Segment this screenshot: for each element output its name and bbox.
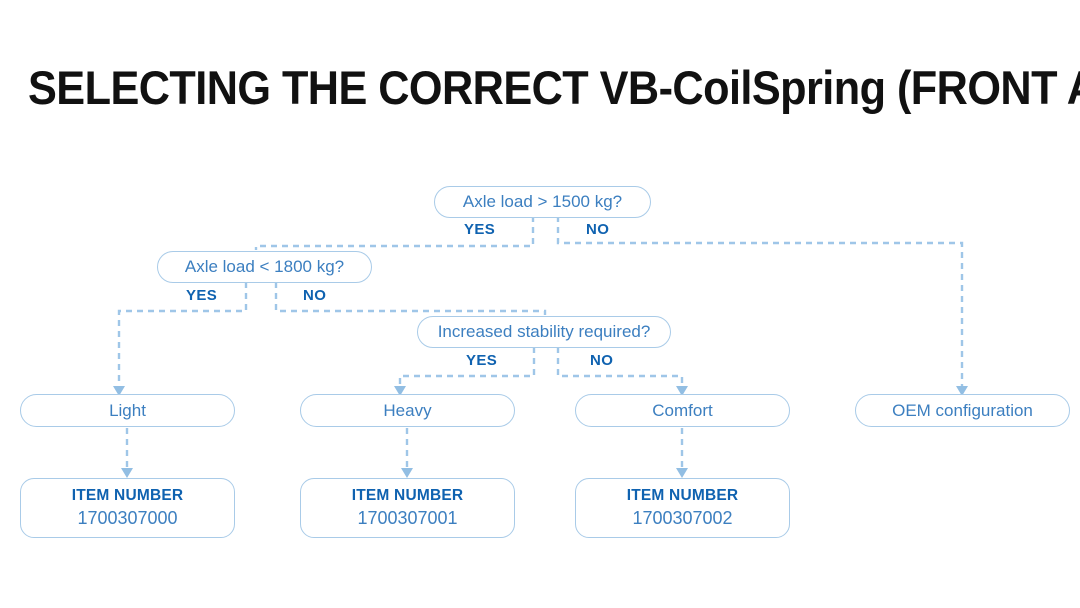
wire-d1-no [556, 216, 964, 386]
decision-node-axle-load-1800[interactable]: Axle load < 1800 kg? [157, 251, 372, 283]
branch-label-d1-yes: YES [464, 221, 496, 238]
decision-label: Increased stability required? [437, 322, 651, 341]
item-number-card-light[interactable]: ITEM NUMBER 1700307000 [20, 478, 235, 538]
item-number-title: ITEM NUMBER [71, 487, 184, 504]
result-label: Heavy [383, 400, 432, 420]
item-number-value: 1700307002 [632, 508, 733, 528]
result-label: OEM configuration [892, 400, 1033, 420]
result-label: Comfort [652, 400, 713, 420]
result-label: Light [109, 400, 146, 420]
item-number-value: 1700307001 [357, 508, 458, 528]
item-number-title: ITEM NUMBER [626, 487, 739, 504]
arrow-light-item [121, 468, 133, 478]
arrow-heavy-item [401, 468, 413, 478]
item-number-value: 1700307000 [77, 508, 178, 528]
branch-label-d1-no: NO [586, 221, 610, 238]
result-node-light[interactable]: Light [20, 394, 235, 427]
item-number-title: ITEM NUMBER [351, 487, 464, 504]
result-node-heavy[interactable]: Heavy [300, 394, 515, 427]
page-title: SELECTING THE CORRECT VB-CoilSpring (FRO… [28, 61, 1080, 114]
decision-label: Axle load > 1500 kg? [462, 192, 623, 211]
item-number-card-heavy[interactable]: ITEM NUMBER 1700307001 [300, 478, 515, 538]
decision-label: Axle load < 1800 kg? [184, 257, 345, 276]
branch-label-d3-yes: YES [466, 352, 498, 369]
wire-d3-no [556, 347, 684, 386]
decision-node-axle-load-1500[interactable]: Axle load > 1500 kg? [434, 186, 651, 218]
decision-node-increased-stability[interactable]: Increased stability required? [417, 316, 671, 348]
item-number-card-comfort[interactable]: ITEM NUMBER 1700307002 [575, 478, 790, 538]
result-node-comfort[interactable]: Comfort [575, 394, 790, 427]
arrow-comfort-item [676, 468, 688, 478]
branch-label-d2-no: NO [303, 287, 327, 304]
result-node-oem-configuration[interactable]: OEM configuration [855, 394, 1070, 427]
branch-label-d3-no: NO [590, 352, 614, 369]
branch-label-d2-yes: YES [186, 287, 218, 304]
wire-d2-yes [117, 282, 248, 386]
